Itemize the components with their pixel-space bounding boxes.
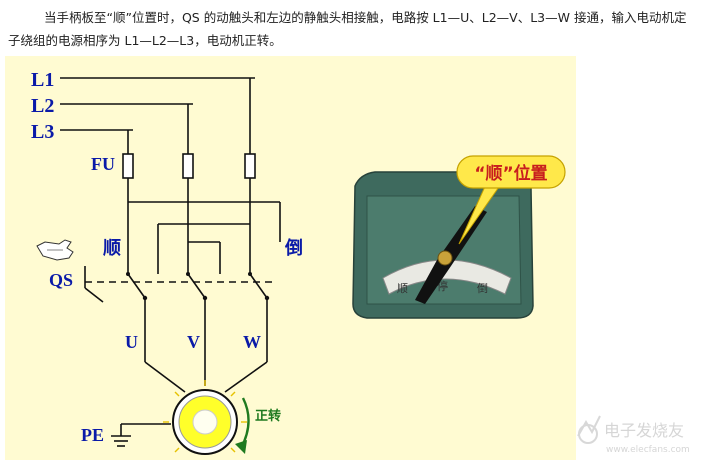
circuit-diagram: L1 L2 L3 FU QS 顺 倒 U V W PE 正转 顺 停 倒 “顺”… — [31, 69, 566, 455]
dial-label-stop: 停 — [437, 279, 448, 293]
watermark-logo-icon — [577, 415, 601, 444]
terminal-label-w: W — [243, 332, 261, 352]
line-label-l3: L3 — [31, 121, 54, 143]
watermark: 电子发烧友 www.elecfans.com — [572, 408, 696, 458]
diagram-panel: L1 L2 L3 FU QS 顺 倒 U V W PE 正转 顺 停 倒 “顺”… — [5, 56, 576, 460]
watermark-text: 电子发烧友 — [604, 421, 684, 440]
watermark-url: www.elecfans.com — [606, 445, 690, 455]
ground-label: PE — [81, 425, 104, 445]
line-label-l2: L2 — [31, 95, 54, 117]
forward-label: 顺 — [103, 238, 121, 259]
supply-lines — [60, 77, 281, 447]
switch-photo: 顺 停 倒 “顺”位置 — [352, 155, 566, 319]
terminal-label-u: U — [125, 332, 138, 352]
contact-dots — [126, 272, 270, 301]
reverse-label: 倒 — [284, 238, 303, 259]
dial-label-reverse: 倒 — [477, 282, 488, 295]
callout-text: “顺”位置 — [474, 163, 547, 184]
hand-pointer-icon — [36, 239, 74, 261]
line-label-l1: L1 — [31, 69, 54, 91]
terminal-label-v: V — [187, 332, 200, 352]
rotation-arrow-icon — [235, 397, 250, 454]
caption-paragraph: 当手柄板至“顺”位置时，QS 的动触头和左边的静触头相接触，电路按 L1—U、L… — [8, 10, 687, 48]
dial-label-forward: 顺 — [397, 282, 408, 295]
switch-label: QS — [49, 270, 73, 290]
fuse-label: FU — [91, 154, 115, 174]
rotation-label: 正转 — [255, 408, 281, 424]
motor-icon — [163, 380, 247, 455]
